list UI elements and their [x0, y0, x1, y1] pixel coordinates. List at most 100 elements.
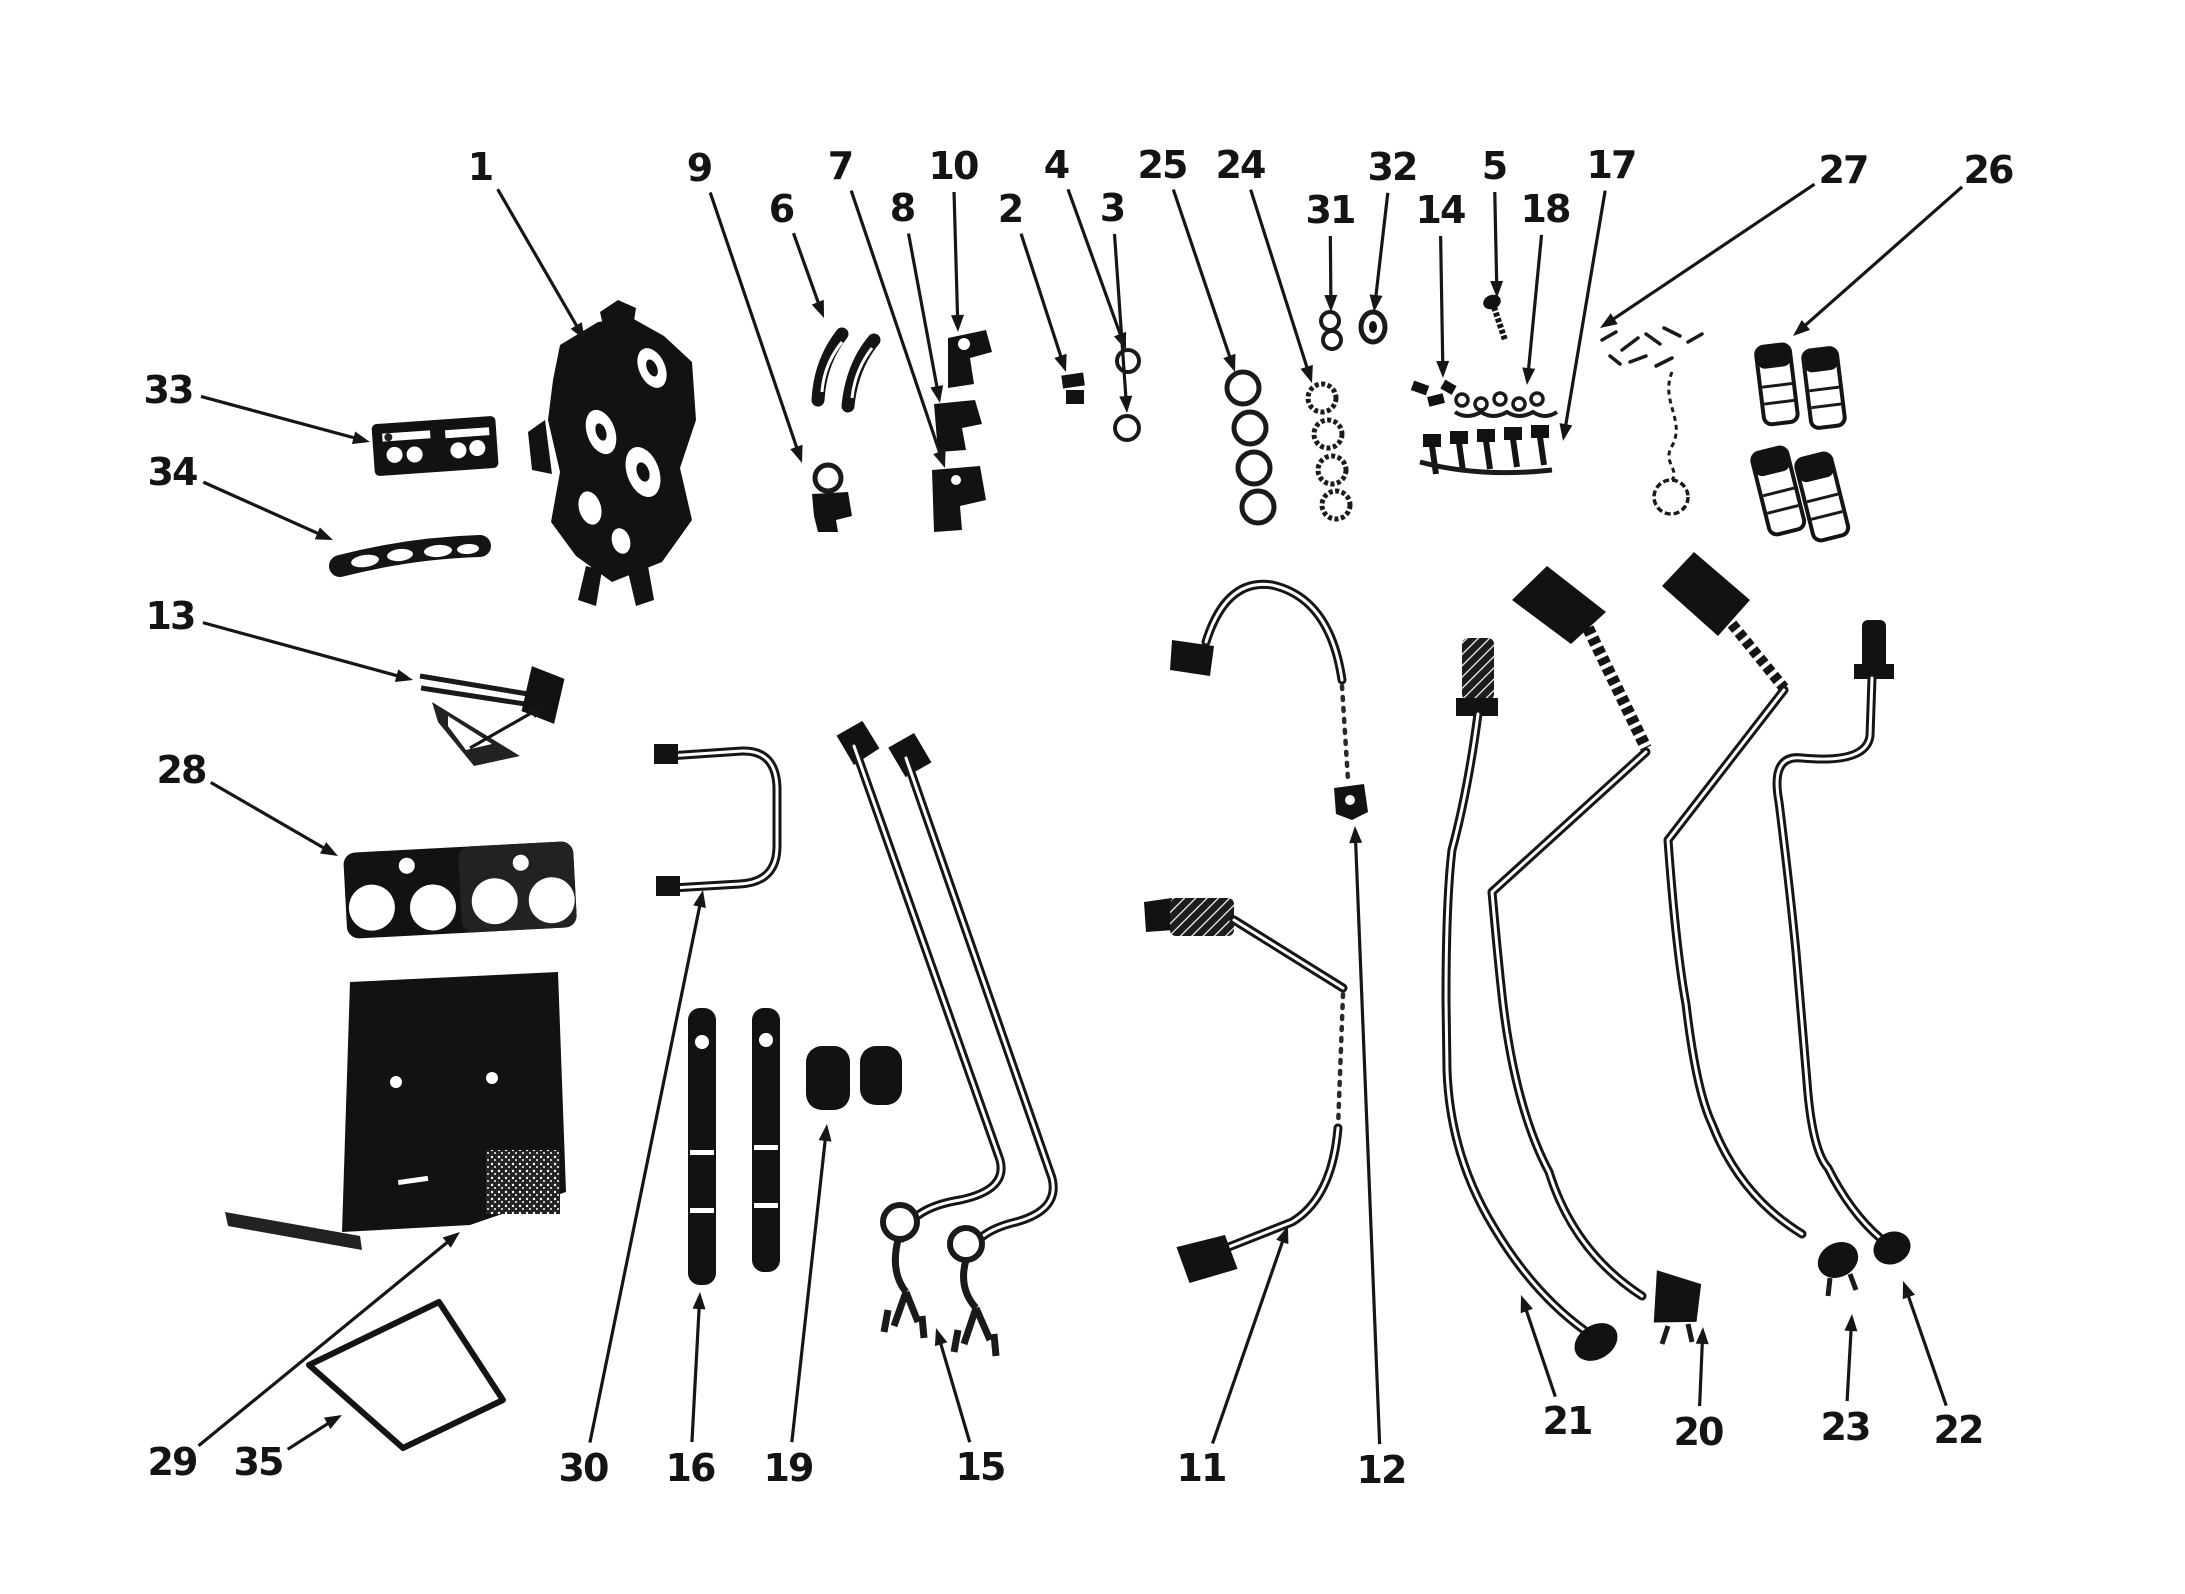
callout-32: 32 [1368, 145, 1418, 312]
callout-34-arrowhead-icon [314, 527, 333, 540]
callout-4-leader-line [1066, 188, 1126, 345]
callout-6-number: 6 [769, 187, 794, 231]
callout-21-arrowhead-icon [1520, 1295, 1533, 1314]
part-5-screw-art [1483, 294, 1508, 341]
callout-7-number: 7 [828, 144, 852, 188]
part-19-caps-art [806, 1046, 902, 1110]
callout-18: 18 [1521, 187, 1572, 385]
callout-15-arrowhead-icon [934, 1328, 948, 1347]
callout-32-arrowhead-icon [1369, 294, 1383, 312]
callout-3-number: 3 [1100, 186, 1124, 230]
callout-17-leader-line [1562, 190, 1607, 436]
callout-21-number: 21 [1543, 1399, 1592, 1443]
callout-11-number: 11 [1177, 1446, 1226, 1490]
callout-33: 33 [144, 368, 370, 445]
part-34-link-bar-art [329, 535, 491, 577]
part-13-tube-bracket-art [419, 666, 565, 766]
part-18-clamp-row-art [1453, 391, 1559, 418]
part-6-clamp-halves-art [811, 327, 881, 413]
callout-1-number: 1 [468, 145, 492, 189]
callout-19-leader-line [790, 1129, 828, 1443]
callout-21-leader-line [1521, 1300, 1557, 1398]
callout-27-number: 27 [1819, 148, 1868, 192]
callout-19-arrowhead-icon [818, 1124, 832, 1142]
part-27-pin-kit-art [1600, 326, 1704, 516]
callout-12-number: 12 [1357, 1448, 1406, 1492]
callout-18-leader-line [1526, 234, 1544, 380]
callout-5-leader-line [1493, 191, 1499, 293]
callout-5-arrowhead-icon [1490, 280, 1504, 298]
callout-23-leader-line [1845, 1319, 1854, 1402]
callout-34-number: 34 [148, 450, 197, 494]
callout-25: 25 [1138, 143, 1236, 372]
callout-25-number: 25 [1138, 143, 1187, 187]
callout-15-leader-line [936, 1333, 972, 1443]
part-artwork-layer [225, 294, 1911, 1451]
callout-10-arrowhead-icon [950, 314, 964, 332]
callout-27-arrowhead-icon [1600, 313, 1618, 328]
callout-15: 15 [934, 1328, 1006, 1489]
callout-16-arrowhead-icon [692, 1292, 706, 1310]
callout-33-number: 33 [144, 368, 193, 412]
callout-28-arrowhead-icon [319, 842, 338, 856]
part-15-tube-pair-art [836, 720, 1058, 1357]
part-10-elbow-art [948, 330, 992, 388]
callout-20: 20 [1674, 1327, 1725, 1454]
callout-7-leader-line [849, 190, 945, 463]
callout-12-leader-line [1353, 831, 1382, 1445]
callout-17: 17 [1559, 143, 1637, 441]
callout-22-leader-line [1903, 1286, 1948, 1407]
callout-27-leader-line [1604, 182, 1816, 327]
part-21-tube-art [1441, 638, 1618, 1361]
callout-5: 5 [1482, 144, 1508, 298]
callout-9-leader-line [708, 192, 802, 458]
callout-19: 19 [764, 1124, 832, 1490]
callout-23-arrowhead-icon [1844, 1314, 1858, 1332]
callout-11-arrowhead-icon [1276, 1226, 1289, 1245]
callout-32-leader-line [1373, 192, 1390, 307]
part-1-valve-assembly-art [528, 300, 696, 606]
callout-34: 34 [148, 450, 333, 540]
callout-14: 14 [1416, 188, 1467, 378]
callout-20-arrowhead-icon [1695, 1327, 1709, 1345]
callout-1-arrowhead-icon [570, 322, 585, 340]
callout-24: 24 [1216, 143, 1313, 383]
callout-26: 26 [1793, 148, 2015, 336]
callout-9: 9 [687, 146, 803, 463]
callout-16-number: 16 [666, 1446, 715, 1490]
part-11-tube-assembly-art [1144, 579, 1368, 1283]
callout-14-arrowhead-icon [1436, 360, 1450, 378]
callout-2-number: 2 [998, 187, 1022, 231]
callout-1-leader-line [496, 188, 584, 336]
callout-22-number: 22 [1934, 1408, 1983, 1452]
callout-24-arrowhead-icon [1300, 364, 1313, 383]
callout-28: 28 [157, 748, 338, 856]
callout-4-number: 4 [1044, 143, 1069, 187]
callout-13-arrowhead-icon [394, 669, 413, 682]
callout-24-leader-line [1249, 189, 1312, 378]
callout-31: 31 [1306, 188, 1356, 312]
callout-8-arrowhead-icon [930, 385, 944, 403]
callout-12: 12 [1349, 826, 1407, 1492]
callout-19-number: 19 [764, 1446, 813, 1490]
part-23-tube-art [1662, 552, 1859, 1297]
part-22-tube-art [1772, 620, 1911, 1265]
part-33-plate-art [371, 416, 499, 476]
callout-28-leader-line [210, 781, 334, 855]
part-8-elbow-art [934, 400, 982, 452]
callout-25-arrowhead-icon [1223, 353, 1236, 372]
callout-12-arrowhead-icon [1349, 826, 1363, 844]
callout-26-leader-line [1796, 185, 1964, 334]
callout-17-arrowhead-icon [1559, 423, 1573, 441]
callout-6: 6 [769, 187, 824, 318]
callout-16-leader-line [690, 1297, 702, 1443]
callout-20-number: 20 [1674, 1410, 1723, 1454]
part-17-bolt-row-art [1419, 425, 1553, 476]
part-20-tube-art [1487, 566, 1702, 1345]
callout-35: 35 [234, 1415, 342, 1484]
part-4-o-ring-art [1115, 348, 1141, 374]
callout-13: 13 [146, 594, 413, 682]
callout-23-number: 23 [1821, 1405, 1870, 1449]
callout-29: 29 [148, 1232, 460, 1484]
